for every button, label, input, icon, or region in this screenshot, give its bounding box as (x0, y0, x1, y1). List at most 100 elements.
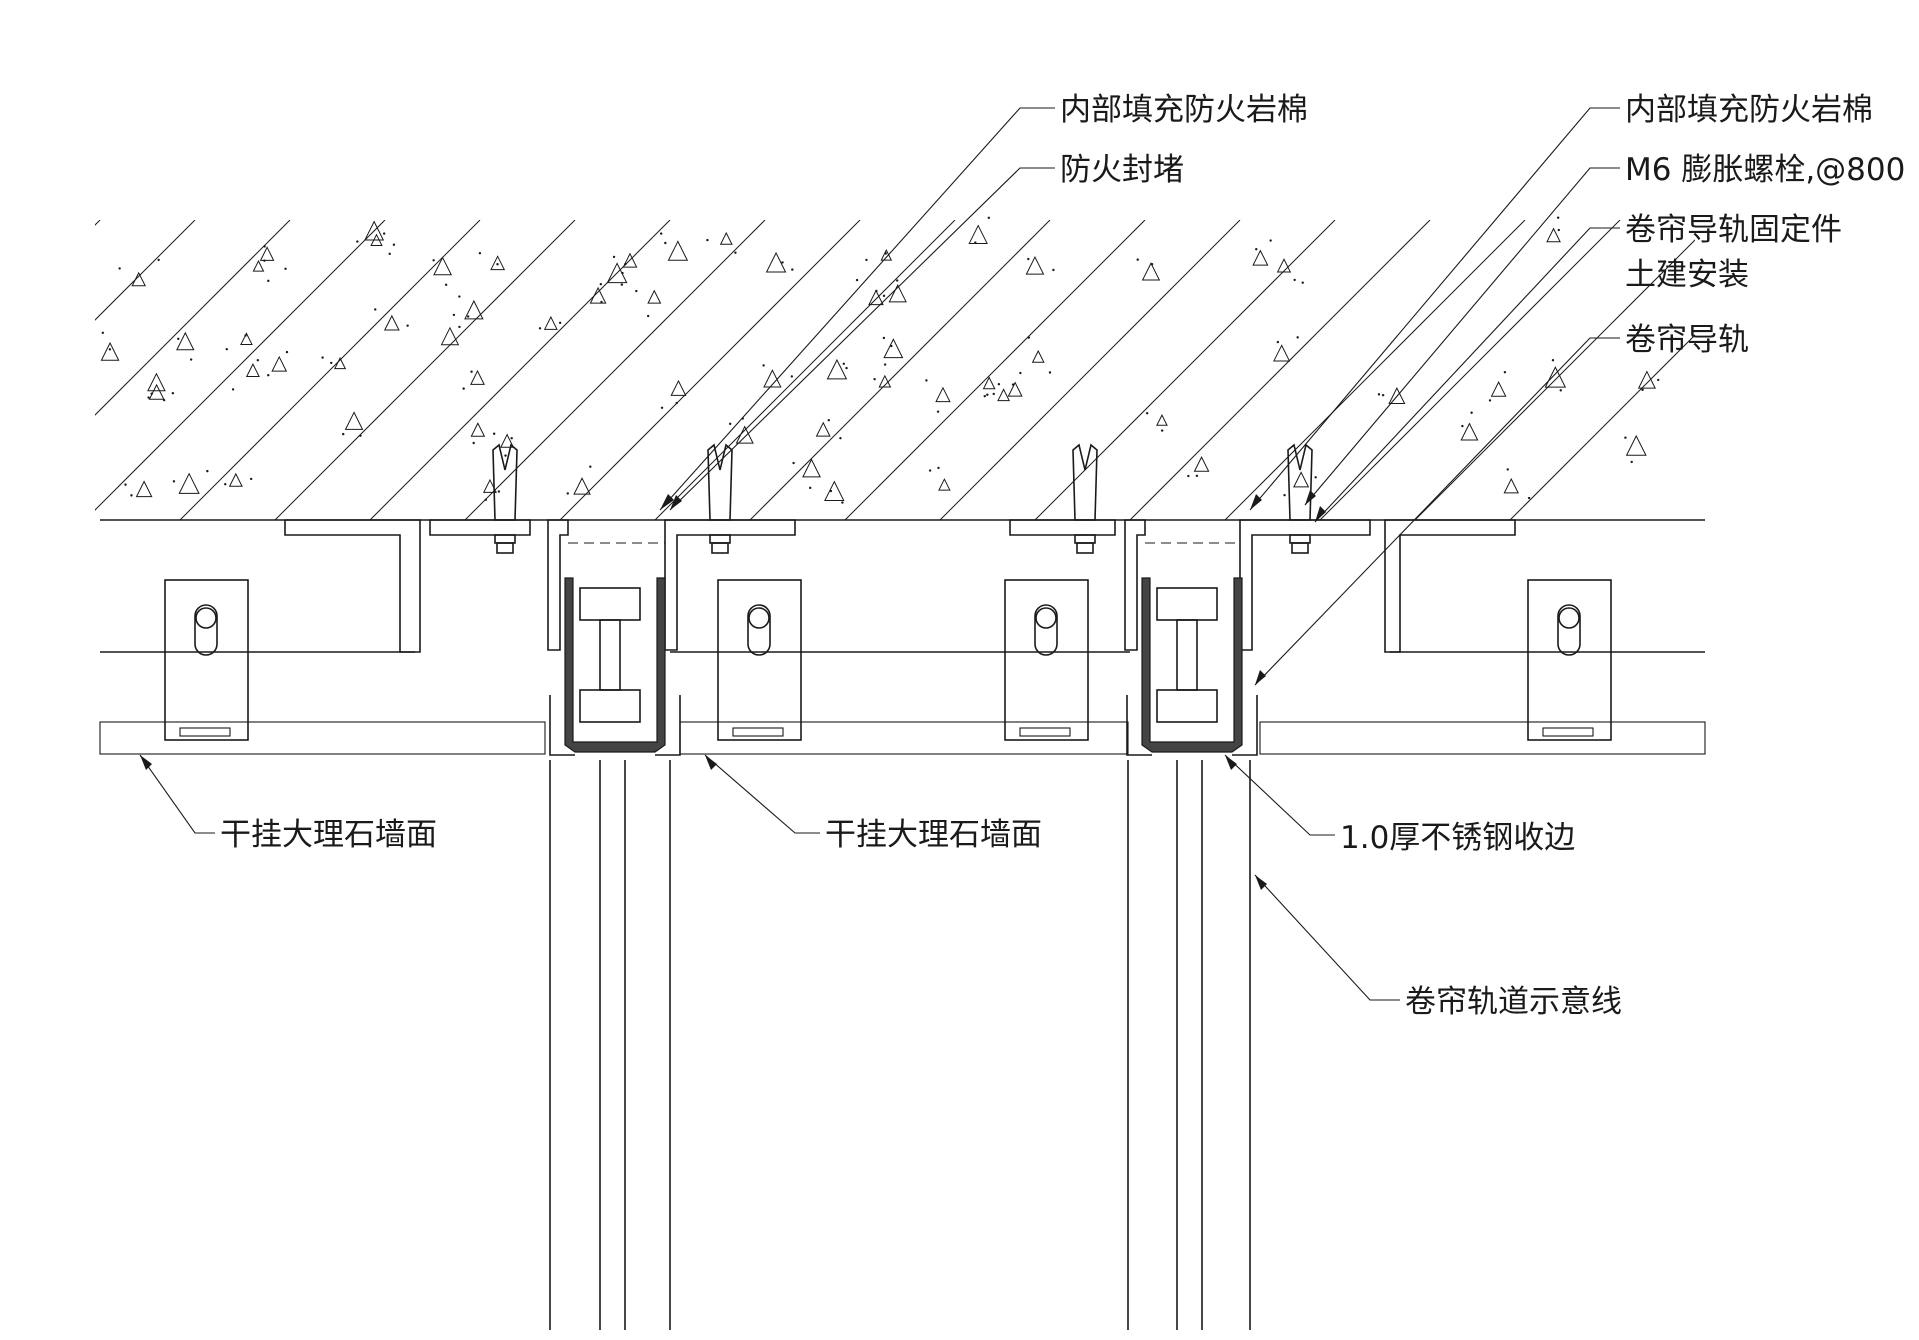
aggregate-mark (802, 458, 821, 478)
aggregate-mark (888, 283, 907, 303)
aggregate-mark (1276, 258, 1292, 273)
aggregate-dot (157, 258, 160, 262)
slab-hatch-line (464, 220, 766, 520)
leader-lines (139, 107, 1620, 1001)
aggregate-dot (660, 406, 664, 409)
aggregate-dot (883, 363, 887, 366)
aggregate-dot (462, 387, 465, 390)
aggregate-mark (622, 252, 638, 268)
aggregate-mark (938, 478, 951, 491)
aggregate-mark (1193, 456, 1210, 472)
aggregate-dot (108, 348, 112, 351)
aggregate-mark (100, 341, 120, 361)
aggregate-dot (839, 436, 842, 440)
slab-hatch-line (1509, 334, 1695, 520)
aggregate-mark (878, 374, 892, 388)
slab-hatch-line (939, 220, 1241, 520)
aggregate-mark (883, 338, 904, 359)
aggregate-dot (621, 271, 624, 275)
aggregate-dot (997, 383, 1001, 386)
aggregate-mark (482, 478, 497, 493)
aggregate-dot (1488, 399, 1492, 402)
aggregate-mark (1273, 344, 1291, 362)
aggregate-mark (245, 362, 260, 377)
aggregate-dot (974, 241, 977, 244)
aggregate-mark (147, 372, 166, 392)
aggregate-dot (472, 441, 475, 445)
aggregate-dot (1630, 460, 1633, 464)
aggregate-dot (928, 469, 932, 472)
aggregate-dot (1255, 248, 1258, 251)
aggregate-dot (1296, 336, 1299, 339)
slab-hatch-line (654, 220, 956, 520)
aggregate-dot (1150, 263, 1154, 266)
aggregate-mark (1544, 366, 1567, 388)
aggregate-mark (1141, 262, 1161, 281)
aggregate-mark (1025, 255, 1045, 275)
aggregate-dot (855, 278, 859, 282)
aggregate-dot (284, 267, 287, 271)
aggregate-dot (388, 252, 391, 256)
aggregate-dot (356, 240, 359, 243)
aggregate-dot (1527, 496, 1531, 500)
aggregate-dot (189, 358, 193, 361)
aggregate-dot (791, 268, 794, 271)
slab-hatch-line (95, 220, 101, 226)
label-shutter-rail: 卷帘导轨 (1625, 322, 1749, 358)
aggregate-mark (440, 326, 460, 346)
aggregate-dot (206, 469, 209, 473)
aggregate-dot (1283, 493, 1286, 497)
aggregate-dot (620, 283, 624, 286)
aggregate-mark (868, 289, 884, 306)
aggregate-dot (1506, 468, 1509, 471)
aggregate-dot (600, 300, 603, 304)
aggregate-dot (1160, 429, 1164, 432)
label-fire-seal: 防火封堵 (1060, 152, 1184, 188)
aggregate-dot (675, 401, 678, 405)
aggregate-dot (790, 375, 794, 378)
aggregate-dot (1048, 371, 1052, 374)
label-fill-rockwool-right: 内部填充防火岩棉 (1625, 92, 1873, 128)
aggregate-dot (470, 370, 473, 373)
slab-hatch-line (1414, 239, 1695, 520)
label-marble-mid: 干挂大理石墙面 (825, 817, 1042, 853)
slab-hatch-line (95, 220, 386, 511)
aggregate-dot (646, 314, 650, 318)
aggregate-mark (464, 299, 484, 320)
aggregate-dot (987, 216, 991, 220)
aggregate-mark (333, 357, 347, 370)
aggregate-dot (497, 490, 501, 493)
aggregate-dot (171, 392, 175, 395)
aggregate-dot (937, 466, 940, 470)
aggregate-dot (118, 267, 121, 270)
aggregate-dot (1276, 340, 1280, 344)
aggregate-dot (330, 361, 333, 365)
aggregate-mark (178, 472, 200, 494)
aggregate-dot (374, 308, 377, 311)
leader-arrows (140, 490, 1326, 890)
slab-hatch-line (1224, 220, 1526, 520)
aggregate-mark (135, 480, 153, 498)
aggregate-dot (809, 486, 812, 490)
label-rail-fixing: 卷帘导轨固定件 (1625, 212, 1842, 248)
aggregate-mark (735, 425, 754, 444)
aggregate-mark (935, 386, 951, 403)
aggregate-dot (452, 313, 456, 317)
slab-hatch-line (1034, 220, 1336, 520)
aggregate-dot (659, 232, 663, 235)
aggregate-mark (997, 388, 1011, 402)
concrete-aggregate (100, 216, 1660, 504)
aggregate-dot (162, 398, 166, 402)
aggregate-dot (150, 392, 153, 395)
aggregate-dot (884, 252, 887, 255)
aggregate-mark (364, 220, 385, 241)
aggregate-dot (231, 388, 235, 391)
aggregate-mark (1031, 349, 1045, 363)
aggregate-mark (252, 259, 265, 272)
aggregate-dot (492, 432, 496, 435)
aggregate-dot (865, 258, 868, 262)
aggregate-mark (1490, 380, 1507, 397)
slab-hatch-line (274, 220, 576, 520)
aggregate-dot (1136, 258, 1139, 261)
